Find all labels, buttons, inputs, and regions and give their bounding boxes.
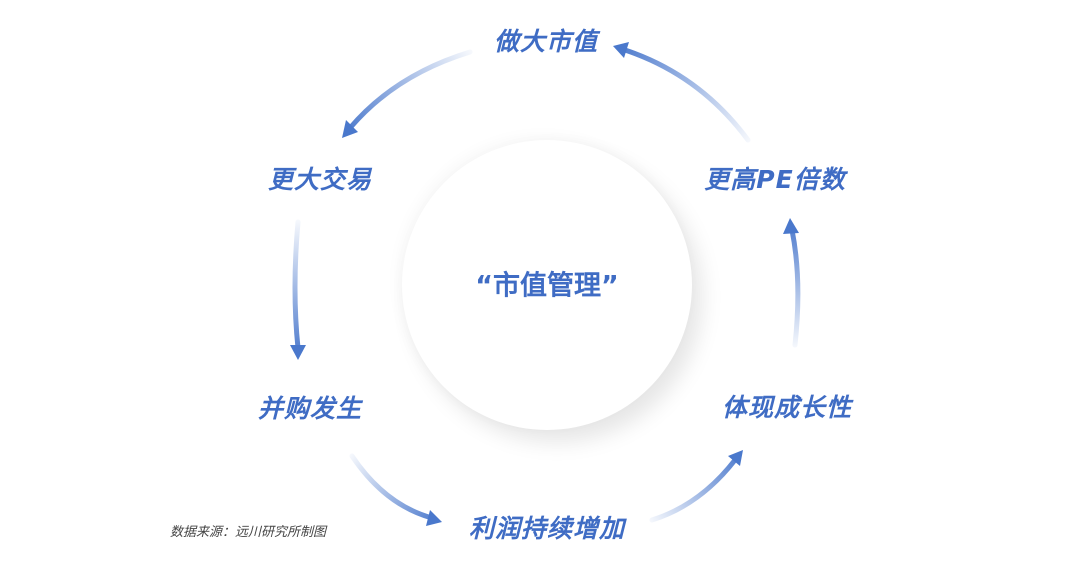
arrow-4 — [649, 457, 738, 523]
arrowhead-3 — [426, 510, 442, 526]
arrowhead-4 — [728, 450, 743, 466]
arrowhead-6 — [613, 42, 629, 58]
arrow-2 — [292, 219, 301, 351]
node-mergers-happen: 并购发生 — [257, 394, 363, 423]
arrowhead-2 — [290, 345, 306, 360]
arrowhead-1 — [342, 120, 358, 138]
node-bigger-deals: 更大交易 — [267, 165, 373, 194]
node-show-growth: 体现成长性 — [721, 393, 853, 422]
arrow-3 — [349, 453, 435, 521]
center-circle — [402, 140, 692, 430]
arrow-1 — [347, 49, 473, 131]
node-higher-pe: 更高PE倍数 — [704, 165, 846, 194]
source-note: 数据来源：远川研究所制图 — [170, 525, 327, 540]
arrow-5 — [789, 227, 801, 348]
center-label: “市值管理” — [475, 270, 619, 302]
node-profit-growth: 利润持续增加 — [468, 514, 626, 543]
arrowhead-5 — [783, 218, 799, 234]
arrow-6 — [622, 47, 751, 143]
node-bigger-market-cap: 做大市值 — [493, 27, 599, 56]
